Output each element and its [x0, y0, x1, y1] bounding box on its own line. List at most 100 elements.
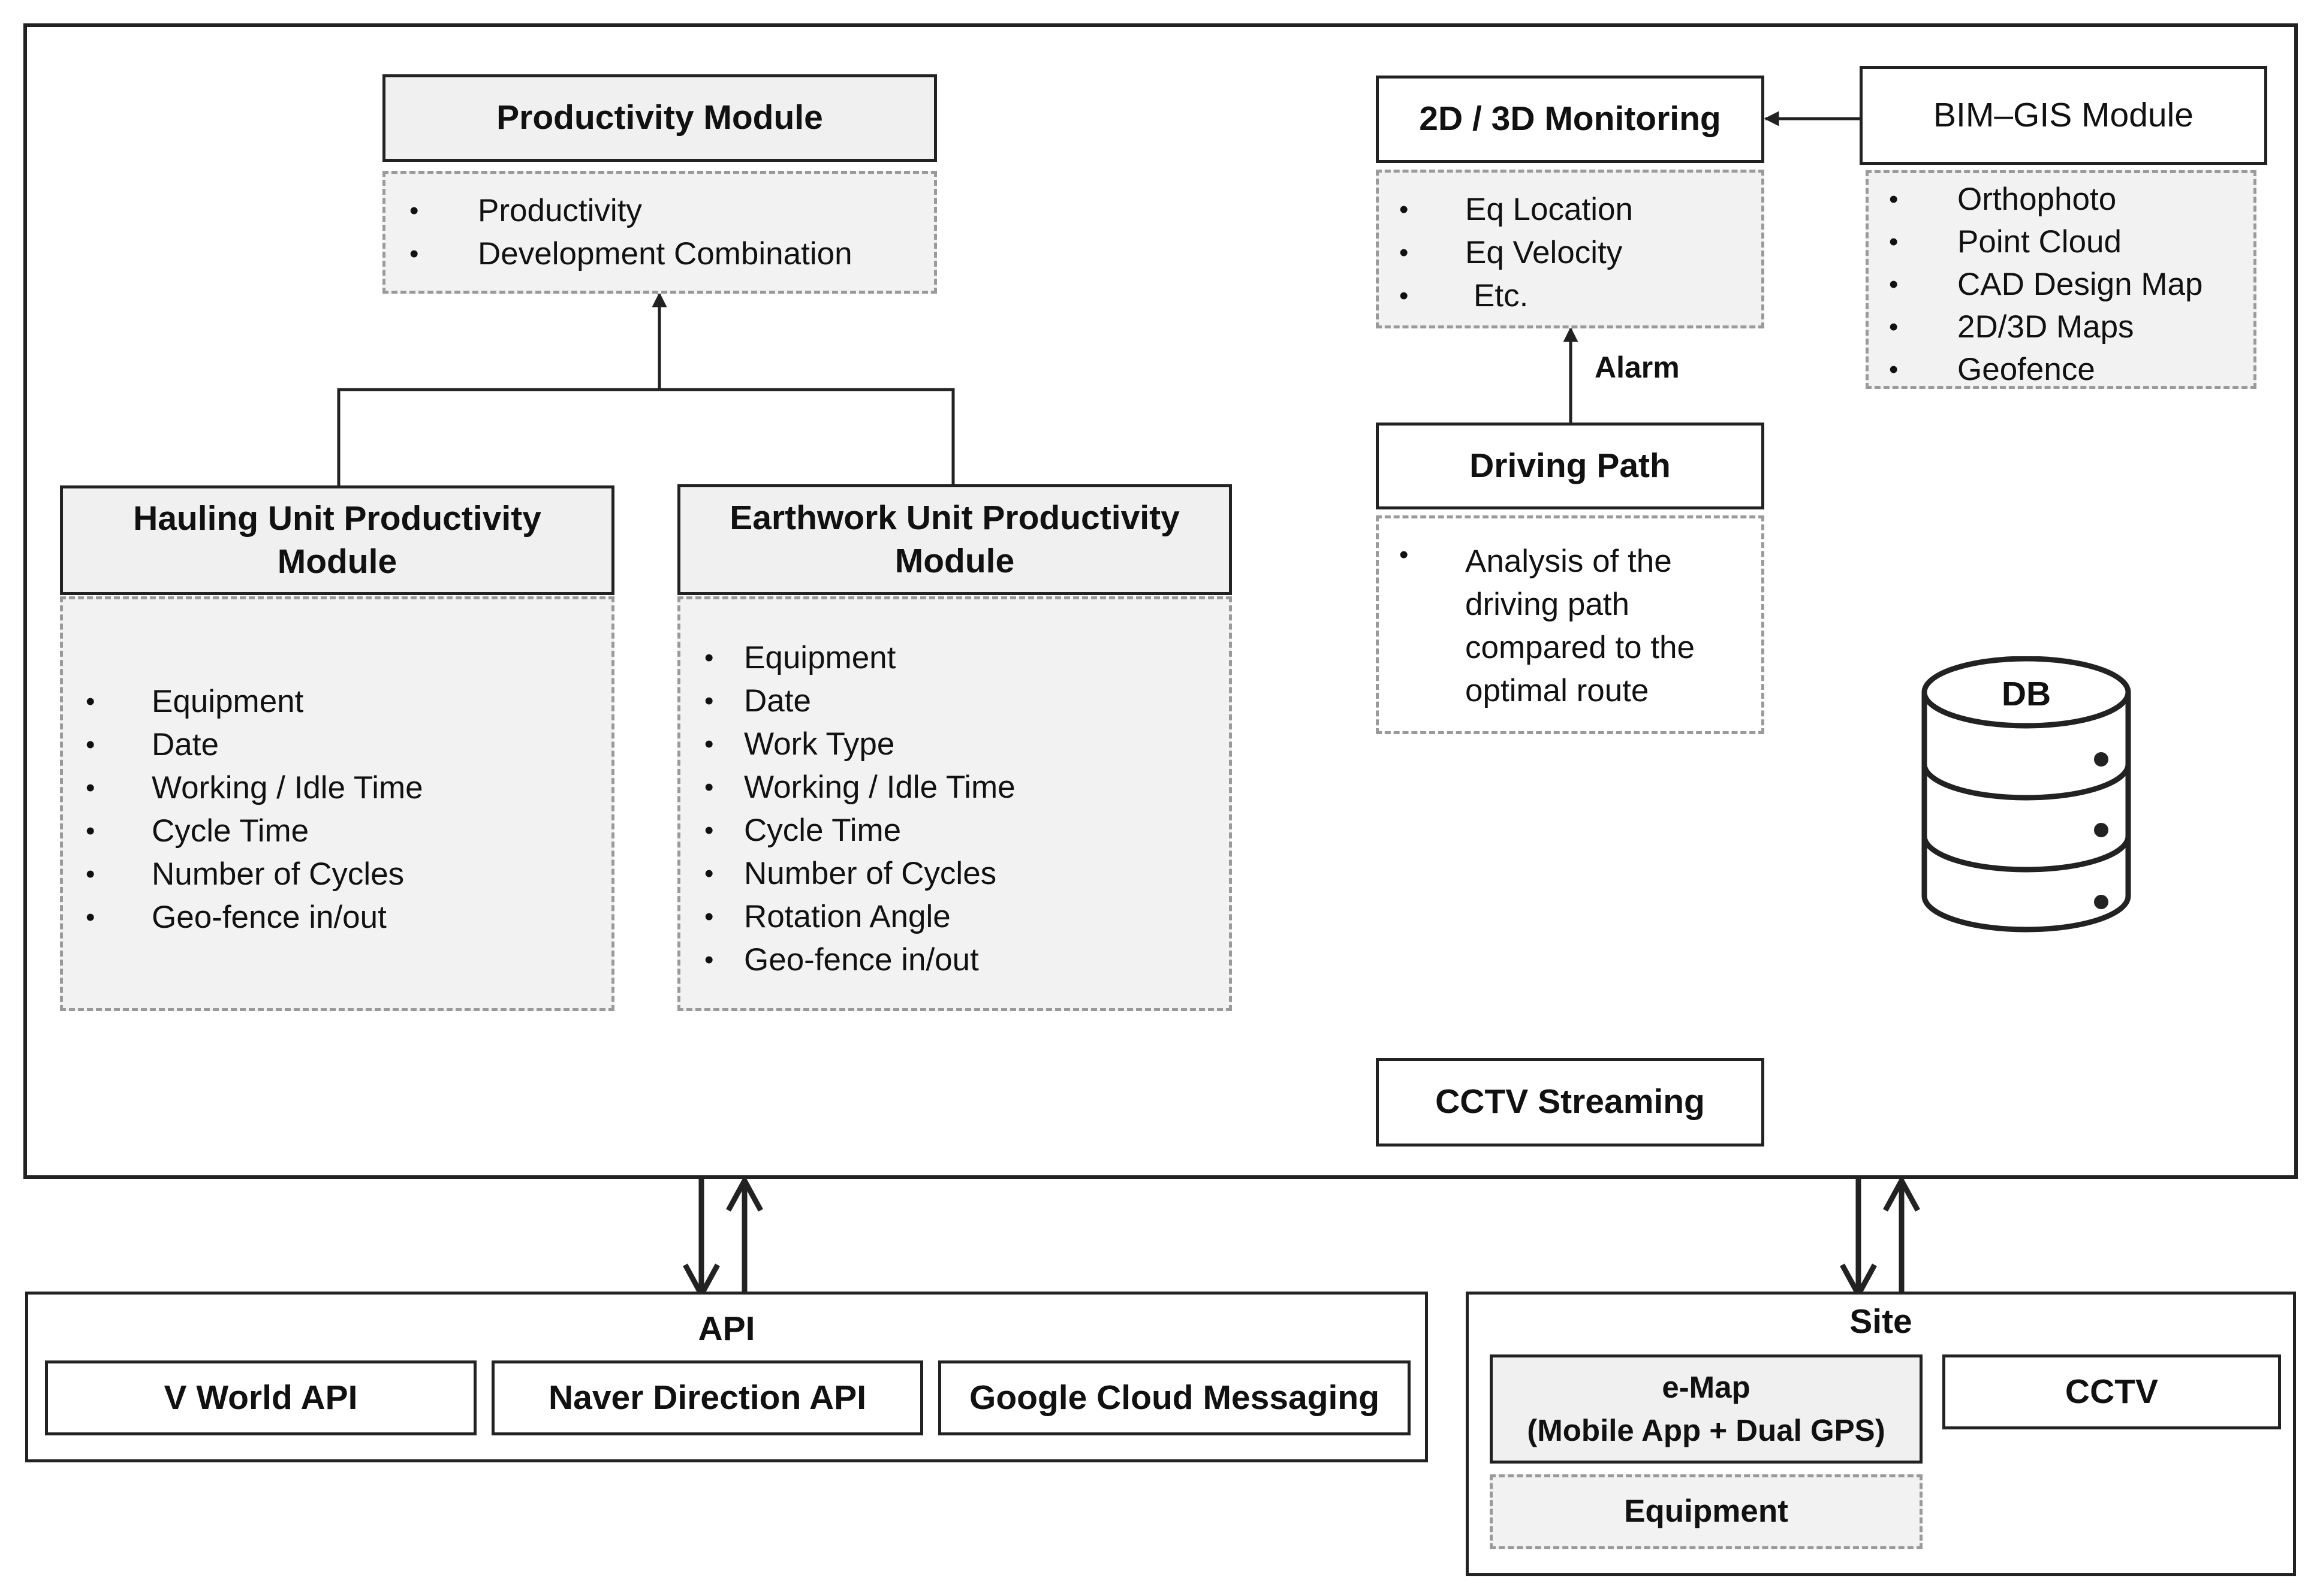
list-item-label: Productivity [478, 193, 642, 228]
google-cloud-messaging-label: Google Cloud Messaging [969, 1378, 1380, 1417]
list-item: •Geo-fence in/out [704, 939, 1016, 982]
list-item: •Etc. [1399, 274, 1633, 318]
list-item-label: Rotation Angle [744, 899, 951, 934]
list-item: • Geofence [1889, 348, 2202, 391]
list-item-label: Geo-fence in/out [152, 900, 387, 935]
monitoring-items: •Eq Location •Eq Velocity •Etc. [1376, 170, 1764, 328]
description-line: compared to the [1465, 630, 1695, 665]
bullet-icon: • [704, 859, 714, 888]
list-item: • Date [704, 680, 1016, 723]
earthwork-module-items: •Equipment •Date •Work Type •Working / I… [677, 596, 1232, 1011]
db-label: DB [2001, 675, 2051, 713]
list-item-label: Number of Cycles [152, 856, 405, 892]
list-item: • 2D/3D Maps [1889, 306, 2202, 348]
bullet-icon: • [86, 859, 95, 889]
productivity-module-label: Productivity Module [496, 98, 823, 137]
monitoring-label: 2D / 3D Monitoring [1419, 99, 1721, 138]
list-item: • Date [86, 723, 423, 767]
bullet-icon: • [704, 816, 714, 845]
monitoring-title: 2D / 3D Monitoring [1376, 76, 1764, 163]
bim-gis-items: •Orthophoto •Point Cloud •CAD Design Map… [1866, 170, 2256, 389]
earthwork-module-title: Earthwork Unit Productivity Module [677, 484, 1232, 595]
bullet-icon: • [86, 773, 95, 802]
description-line: Analysis of the [1465, 544, 1672, 579]
list-item-label: Date [152, 727, 219, 762]
google-cloud-messaging-box: Google Cloud Messaging [938, 1360, 1411, 1435]
merge-connector [337, 388, 955, 485]
earthwork-module-label: Earthwork Unit Productivity Module [730, 499, 1180, 580]
main-frame [23, 23, 2298, 1179]
list-item-label: Geo-fence in/out [744, 942, 979, 977]
list-item-label: Date [744, 683, 811, 719]
list-item-label: Cycle Time [152, 813, 309, 849]
database-icon-graphic [1921, 656, 2131, 933]
hauling-module-title: Hauling Unit Productivity Module [60, 485, 614, 595]
list-item: •Point Cloud [1889, 221, 2202, 263]
list-item-label: Eq Location [1465, 192, 1633, 227]
api-group: API V World API Naver Direction API Goog… [25, 1292, 1428, 1462]
equipment-box: Equipment [1490, 1474, 1923, 1549]
list-item-label: Equipment [152, 684, 304, 719]
bullet-icon: • [86, 730, 95, 759]
list-item: • Cycle Time [704, 809, 1016, 852]
hauling-list: • Equipment • Date • Working / Idle Time • C… [86, 680, 423, 939]
bullet-icon: • [409, 239, 419, 268]
list-item-label: Point Cloud [1957, 224, 2122, 260]
list-item-label: Work Type [744, 726, 895, 762]
hauling-module-items: • Equipment • Date • Working / Idle Time • C… [60, 596, 614, 1011]
cctv-streaming-box: CCTV Streaming [1376, 1058, 1764, 1147]
list-item: •Development Combination [409, 233, 852, 276]
emap-sublabel: (Mobile App + Dual GPS) [1527, 1413, 1885, 1447]
cctv-box: CCTV [1942, 1354, 2281, 1429]
description-line: optimal route [1465, 673, 1649, 708]
list-item: • Geo-fence in/out [86, 896, 423, 939]
list-item-label: Eq Velocity [1465, 235, 1623, 270]
list-item-label: Cycle Time [744, 813, 902, 848]
cctv-streaming-label: CCTV Streaming [1435, 1082, 1705, 1121]
bullet-icon: • [704, 729, 714, 759]
bullet-icon: • [1889, 270, 1899, 299]
productivity-list: • Productivity •Development Combination [409, 189, 852, 276]
list-item: • Eq Velocity [1399, 231, 1633, 274]
productivity-module-title: Productivity Module [382, 74, 937, 162]
cctv-label: CCTV [2065, 1372, 2159, 1411]
driving-path-title: Driving Path [1376, 423, 1764, 509]
api-title: API [698, 1310, 755, 1348]
bullet-icon: • [1399, 281, 1409, 310]
site-title: Site [1849, 1302, 1912, 1341]
list-item-label: Geofence [1957, 352, 2095, 387]
site-group: Site e-Map (Mobile App + Dual GPS) CCTV … [1466, 1292, 2296, 1576]
alarm-label: Alarm [1595, 351, 1680, 384]
bullet-icon: • [704, 643, 714, 672]
list-item-label: 2D/3D Maps [1957, 309, 2134, 345]
naver-direction-api-box: Naver Direction API [492, 1360, 923, 1435]
bullet-icon: • [704, 686, 714, 716]
emap-label: e-Map [1662, 1370, 1750, 1404]
productivity-module-items: • Productivity •Development Combination [382, 171, 937, 294]
list-item: •Number of Cycles [704, 852, 1016, 895]
earthwork-list: •Equipment •Date •Work Type •Working / I… [704, 636, 1016, 982]
bullet-icon: • [86, 816, 95, 846]
bullet-icon: • [1889, 312, 1899, 342]
list-item-label: Working / Idle Time [152, 770, 423, 805]
naver-direction-api-label: Naver Direction API [548, 1378, 867, 1417]
bim-gis-label: BIM–GIS Module [1933, 95, 2194, 134]
description-line: driving path [1465, 587, 1630, 622]
bullet-icon: • [86, 903, 95, 932]
list-item: • Productivity [409, 189, 852, 233]
bullet-icon: • [1889, 185, 1899, 214]
emap-box: e-Map (Mobile App + Dual GPS) [1490, 1354, 1923, 1464]
bullet-icon: • [1399, 238, 1409, 267]
list-item: •Eq Location [1399, 188, 1633, 231]
bim-gis-title: BIM–GIS Module [1860, 66, 2267, 165]
bullet-icon: • [86, 687, 95, 716]
bullet-icon: • [704, 773, 714, 802]
v-world-api-box: V World API [45, 1360, 477, 1435]
list-item: •Orthophoto [1889, 178, 2202, 221]
bullet-icon: • [1889, 355, 1899, 384]
list-item: •Rotation Angle [704, 895, 1016, 939]
list-item-label: Equipment [744, 640, 896, 675]
bullet-icon: • [409, 196, 419, 225]
list-item: • Cycle Time [86, 810, 423, 853]
